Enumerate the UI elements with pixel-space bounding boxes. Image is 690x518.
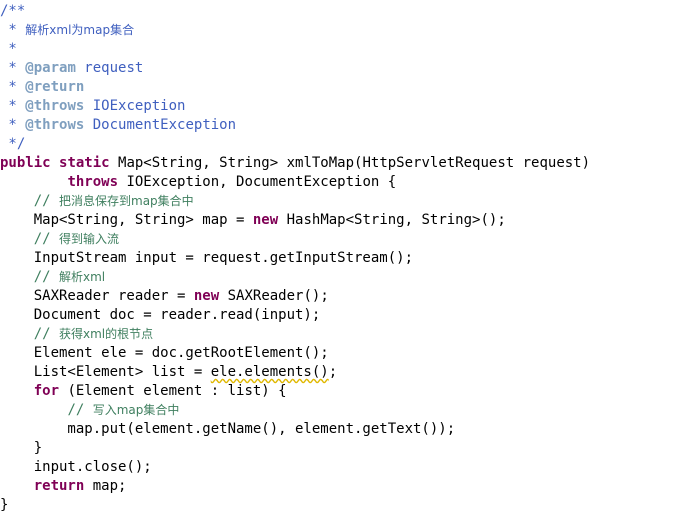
code-token: map; — [84, 478, 127, 494]
code-line: * — [0, 40, 690, 59]
code-token: } — [0, 440, 43, 456]
code-token: InputStream input = request.getInputStre… — [0, 250, 414, 266]
code-token: // — [33, 269, 60, 285]
code-token: ; — [328, 364, 338, 380]
code-token — [0, 174, 67, 190]
code-line: Element ele = doc.getRootElement(); — [0, 344, 690, 363]
code-line: // 写入map集合中 — [0, 401, 690, 420]
code-token: IOException — [84, 98, 186, 114]
code-token: public — [0, 155, 51, 171]
code-token — [0, 193, 34, 209]
code-token: * — [0, 22, 26, 38]
code-line: // 解析xml — [0, 268, 690, 287]
code-line: input.close(); — [0, 458, 690, 477]
code-token: SAXReader reader = — [0, 288, 194, 304]
code-line: Map<String, String> map = new HashMap<St… — [0, 211, 690, 230]
code-line: } — [0, 439, 690, 458]
code-token: 把消息保存到map集合中 — [59, 194, 194, 208]
code-token — [0, 231, 34, 247]
code-token: SAXReader(); — [219, 288, 329, 304]
code-line: InputStream input = request.getInputStre… — [0, 249, 690, 268]
code-line: map.put(element.getName(), element.getTe… — [0, 420, 690, 439]
code-token: // — [33, 231, 60, 247]
code-line: // 得到输入流 — [0, 230, 690, 249]
code-token: Map<String, String> map = — [0, 212, 253, 228]
code-line: * @param request — [0, 59, 690, 78]
code-token: ele.elements() — [210, 364, 329, 380]
code-token: (Element element : list) { — [59, 383, 287, 399]
code-line: * @throws IOException — [0, 97, 690, 116]
code-line: * 解析xml为map集合 — [0, 21, 690, 40]
code-line: /** — [0, 2, 690, 21]
code-token: 解析xml — [59, 270, 106, 284]
code-token: 获得xml的根节点 — [59, 327, 154, 341]
code-token: input.close(); — [0, 459, 152, 475]
code-token: 得到输入流 — [59, 232, 120, 246]
code-token: request — [75, 60, 144, 76]
code-token: DocumentException — [84, 117, 237, 133]
code-token — [0, 269, 34, 285]
code-token: * — [0, 117, 26, 133]
code-token: new — [252, 212, 279, 228]
code-token — [0, 326, 34, 342]
code-line: * @throws DocumentException — [0, 116, 690, 135]
code-line: for (Element element : list) { — [0, 382, 690, 401]
code-token: // — [67, 402, 93, 418]
code-line: * @return — [0, 78, 690, 97]
code-token: } — [0, 497, 9, 513]
code-token — [0, 383, 34, 399]
code-token: 写入map集合中 — [92, 403, 180, 417]
code-token: * — [0, 41, 17, 57]
code-token: // — [33, 326, 60, 342]
code-line: SAXReader reader = new SAXReader(); — [0, 287, 690, 306]
code-line: Document doc = reader.read(input); — [0, 306, 690, 325]
code-token: /** — [0, 3, 26, 19]
code-token — [0, 402, 67, 418]
code-token: Map<String, String> xmlToMap(HttpServlet… — [109, 155, 591, 171]
code-token: */ — [0, 136, 26, 152]
code-token: Document doc = reader.read(input); — [0, 307, 321, 323]
code-token: static — [59, 155, 110, 171]
code-token: Element ele = doc.getRootElement(); — [0, 345, 329, 361]
code-token: * — [0, 98, 26, 114]
code-token — [51, 155, 59, 171]
code-token: @throws — [25, 117, 85, 133]
code-line: public static Map<String, String> xmlToM… — [0, 154, 690, 173]
code-token: map.put(element.getName(), element.getTe… — [0, 421, 456, 437]
code-line: return map; — [0, 477, 690, 496]
code-token: @param — [25, 60, 76, 76]
code-token: new — [193, 288, 220, 304]
code-token: // — [33, 193, 60, 209]
code-token: IOException, DocumentException { — [118, 174, 397, 190]
code-token: throws — [67, 174, 119, 190]
code-token: * — [0, 79, 26, 95]
code-token: List<Element> list = — [0, 364, 211, 380]
code-line: */ — [0, 135, 690, 154]
code-line: List<Element> list = ele.elements(); — [0, 363, 690, 382]
code-line: throws IOException, DocumentException { — [0, 173, 690, 192]
code-line: // 把消息保存到map集合中 — [0, 192, 690, 211]
code-token: 解析xml为map集合 — [25, 23, 135, 37]
code-token: return — [33, 478, 85, 494]
code-token: for — [33, 383, 60, 399]
code-line: // 获得xml的根节点 — [0, 325, 690, 344]
code-token: @throws — [25, 98, 85, 114]
code-line: } — [0, 496, 690, 515]
code-token: @return — [25, 79, 85, 95]
code-token: * — [0, 60, 26, 76]
code-token: HashMap<String, String>(); — [278, 212, 506, 228]
code-token — [0, 478, 34, 494]
